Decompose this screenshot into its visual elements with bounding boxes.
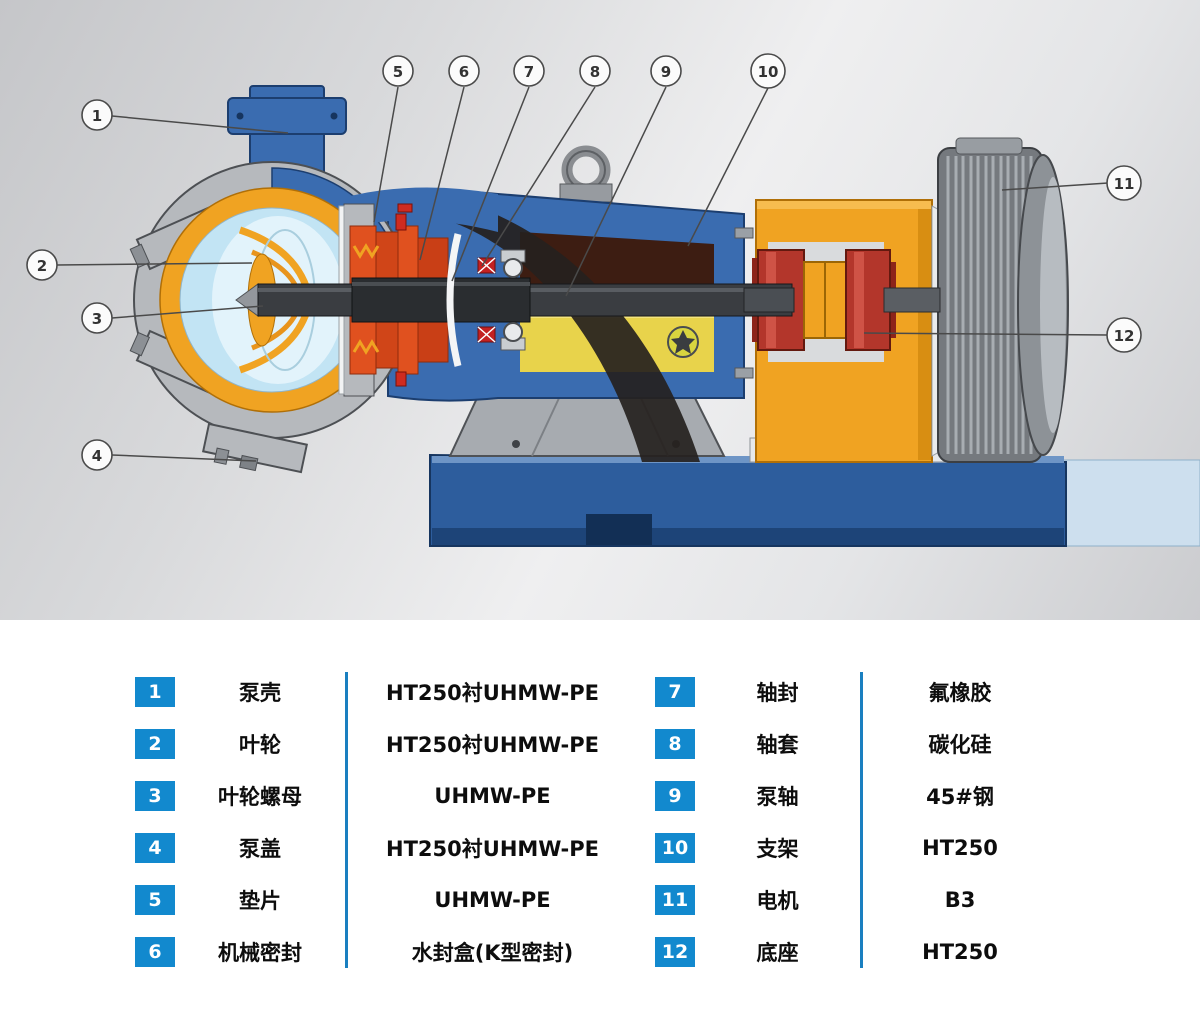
part-material: HT250 — [922, 836, 998, 860]
parts-table: 1 泵壳 HT250衬UHMW-PE 2 叶轮 HT250衬UHMW-PE 3 … — [0, 620, 1200, 1010]
callout-6-label: 6 — [459, 63, 469, 81]
part-number-badge: 9 — [655, 781, 695, 811]
part-name: 轴封 — [756, 681, 799, 705]
part-number-badge: 12 — [655, 937, 695, 967]
part-material: UHMW-PE — [434, 784, 551, 808]
pump-cross-section-svg: 1 2 3 4 5 6 7 8 9 10 11 12 — [26, 53, 1200, 547]
column-divider — [860, 672, 863, 968]
leader-lines — [56, 86, 1109, 462]
callout-10-label: 10 — [758, 63, 779, 81]
part-name: 叶轮螺母 — [218, 785, 302, 809]
table-row: 3 叶轮螺母 UHMW-PE — [135, 770, 640, 822]
callout-9-label: 9 — [661, 63, 671, 81]
callout-6: 6 — [448, 55, 480, 87]
callout-2-label: 2 — [37, 257, 47, 275]
pump-base — [429, 453, 1200, 547]
table-row: 8 轴套 碳化硅 — [655, 718, 1060, 770]
part-name: 泵壳 — [239, 681, 281, 705]
callout-2: 2 — [26, 249, 58, 281]
callout-4-label: 4 — [92, 447, 102, 465]
parts-table-left-column: 1 泵壳 HT250衬UHMW-PE 2 叶轮 HT250衬UHMW-PE 3 … — [135, 666, 640, 978]
parts-table-right-column: 7 轴封 氟橡胶 8 轴套 碳化硅 9 泵轴 45#钢 10 支架 HT250 … — [655, 666, 1060, 978]
table-row: 1 泵壳 HT250衬UHMW-PE — [135, 666, 640, 718]
callout-1-label: 1 — [92, 107, 102, 125]
table-row: 5 垫片 UHMW-PE — [135, 874, 640, 926]
table-row: 10 支架 HT250 — [655, 822, 1060, 874]
part-name: 泵盖 — [239, 837, 281, 861]
table-row: 4 泵盖 HT250衬UHMW-PE — [135, 822, 640, 874]
callout-12: 12 — [1106, 317, 1142, 353]
motor — [931, 137, 1069, 463]
part-name: 底座 — [756, 941, 799, 965]
part-name: 垫片 — [239, 889, 281, 913]
part-name: 泵轴 — [756, 785, 799, 809]
part-number-badge: 4 — [135, 833, 175, 863]
callout-8: 8 — [579, 55, 611, 87]
table-row: 6 机械密封 水封盒(K型密封) — [135, 926, 640, 978]
shaft-seal-rings — [477, 257, 496, 343]
k-seal-bellows — [446, 233, 462, 367]
table-row: 12 底座 HT250 — [655, 926, 1060, 978]
part-number-badge: 8 — [655, 729, 695, 759]
callout-10: 10 — [750, 53, 786, 89]
lifting-eye — [559, 145, 613, 203]
callout-9: 9 — [650, 55, 682, 87]
part-name: 支架 — [756, 837, 799, 861]
pump-shaft — [235, 277, 941, 323]
pump-cutaway-diagram: 1 2 3 4 5 6 7 8 9 10 11 12 — [0, 0, 1200, 620]
part-name: 轴套 — [756, 733, 799, 757]
callout-7: 7 — [513, 55, 545, 87]
part-number-badge: 10 — [655, 833, 695, 863]
seal-assembly — [349, 203, 449, 387]
part-number-badge: 2 — [135, 729, 175, 759]
seal-spring-upper — [352, 243, 380, 259]
table-row: 2 叶轮 HT250衬UHMW-PE — [135, 718, 640, 770]
part-material: HT250衬UHMW-PE — [386, 733, 599, 757]
part-name: 叶轮 — [239, 733, 281, 757]
part-name: 机械密封 — [218, 941, 302, 965]
callout-3-label: 3 — [92, 310, 102, 328]
callout-5-label: 5 — [393, 63, 403, 81]
frame-shadow — [452, 204, 700, 462]
callout-11: 11 — [1106, 165, 1142, 201]
seal-spring-lower — [352, 339, 380, 355]
part-number-badge: 6 — [135, 937, 175, 967]
motor-shaft — [883, 287, 941, 313]
part-material: HT250衬UHMW-PE — [386, 681, 599, 705]
part-material: UHMW-PE — [434, 888, 551, 912]
table-row: 9 泵轴 45#钢 — [655, 770, 1060, 822]
part-material: 氟橡胶 — [928, 681, 992, 705]
callout-7-label: 7 — [524, 63, 534, 81]
part-material: HT250衬UHMW-PE — [386, 837, 599, 861]
callout-8-label: 8 — [590, 63, 600, 81]
part-number-badge: 1 — [135, 677, 175, 707]
part-number-badge: 11 — [655, 885, 695, 915]
bearings — [500, 249, 526, 351]
part-material: 水封盒(K型密封) — [411, 941, 574, 965]
callout-3: 3 — [81, 302, 113, 334]
callout-11-label: 11 — [1114, 175, 1135, 193]
callout-12-label: 12 — [1114, 327, 1135, 345]
part-number-badge: 5 — [135, 885, 175, 915]
table-row: 11 电机 B3 — [655, 874, 1060, 926]
callout-4: 4 — [81, 439, 113, 471]
part-name: 电机 — [756, 889, 799, 913]
pump-cover-flange — [201, 422, 309, 474]
discharge-flange — [227, 97, 347, 135]
callout-5: 5 — [382, 55, 414, 87]
table-row: 7 轴封 氟橡胶 — [655, 666, 1060, 718]
part-material: B3 — [944, 888, 976, 912]
part-material: 碳化硅 — [928, 733, 992, 757]
part-number-badge: 7 — [655, 677, 695, 707]
part-material: 45#钢 — [926, 785, 994, 809]
part-number-badge: 3 — [135, 781, 175, 811]
callout-1: 1 — [81, 99, 113, 131]
part-material: HT250 — [922, 940, 998, 964]
column-divider — [345, 672, 348, 968]
